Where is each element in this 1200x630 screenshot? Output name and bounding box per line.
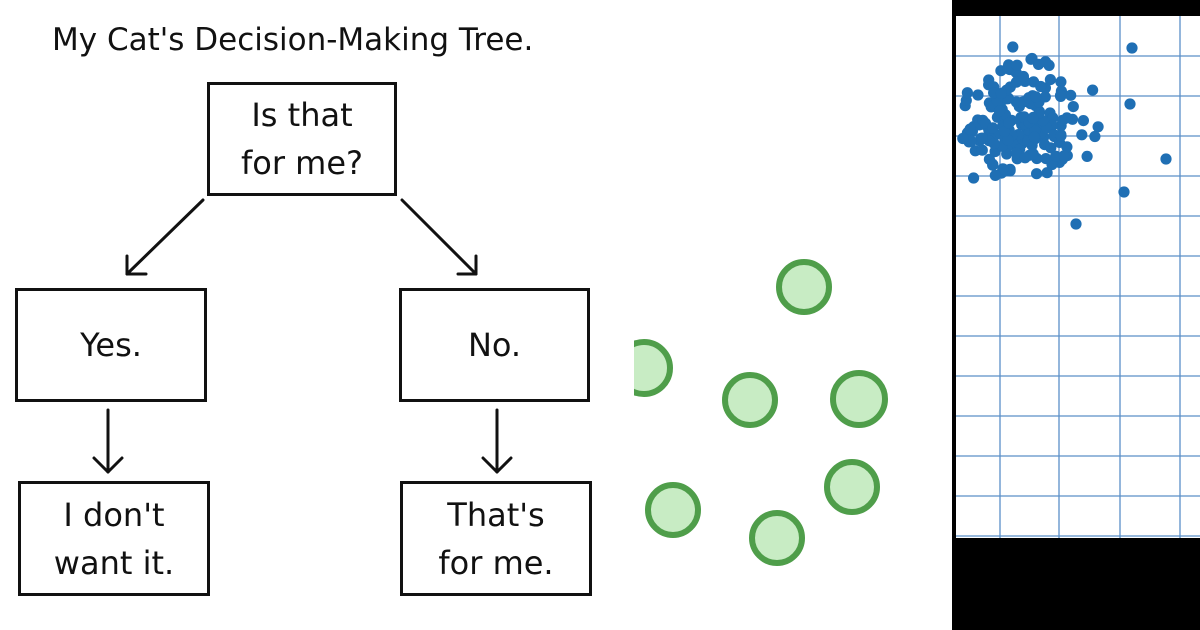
scatter-point	[1055, 76, 1067, 88]
scatter-point	[968, 172, 980, 184]
scatter-point	[1007, 41, 1019, 53]
scatter-point	[1041, 167, 1053, 179]
scatter-point	[1081, 150, 1093, 162]
arrow-root-to-no-head	[456, 254, 478, 276]
scatter-point	[965, 135, 977, 147]
scatter-point	[989, 169, 1001, 181]
scatter-point	[1035, 80, 1047, 93]
node-no-label: No.	[467, 326, 522, 364]
node-no-outcome-label: That's for me.	[438, 495, 554, 582]
scatter-point	[1089, 130, 1101, 143]
scatter-plot-panel	[952, 0, 1200, 630]
scatter-point	[1017, 70, 1029, 83]
scatter-point	[964, 123, 976, 135]
scatter-point	[1067, 101, 1079, 113]
arrow-no-to-outcome-head	[481, 456, 513, 474]
scatter-point	[1077, 115, 1089, 127]
scatter-point	[1002, 62, 1014, 75]
scatter-point	[1057, 114, 1069, 126]
scatter-point	[1065, 89, 1077, 101]
arrow-root-to-yes-head	[125, 254, 148, 276]
node-no-outcome: That's for me.	[400, 481, 592, 596]
scatter-point	[1160, 153, 1172, 165]
scatter-point	[995, 87, 1007, 99]
node-yes: Yes.	[15, 288, 207, 402]
scatter-point	[997, 163, 1009, 175]
scatter-point	[1032, 58, 1045, 70]
scatter-point	[972, 89, 984, 101]
scatter-point	[961, 87, 973, 99]
green-circle	[830, 370, 888, 428]
scatter-point	[1092, 121, 1104, 133]
scatter-point	[1076, 129, 1088, 141]
scatter-point	[1044, 74, 1056, 86]
scatter-points	[957, 41, 1172, 230]
scatter-point	[1050, 150, 1062, 162]
scatter-point	[988, 138, 1000, 150]
scatter-point	[1002, 134, 1014, 146]
green-circle	[634, 339, 673, 397]
green-circle	[645, 482, 701, 538]
scatter-point	[1039, 91, 1051, 103]
scatter-point	[1118, 186, 1130, 198]
arrow-root-to-yes	[125, 198, 205, 276]
scatter-point	[1030, 91, 1042, 103]
node-root-question: Is that for me?	[207, 82, 397, 196]
scatter-point	[1003, 117, 1015, 129]
node-no: No.	[399, 288, 590, 402]
node-root-label: Is that for me?	[240, 96, 363, 182]
green-circle	[776, 259, 832, 315]
scatter-point	[987, 122, 999, 134]
scatter-point	[1019, 152, 1031, 164]
plot-grid	[956, 16, 1200, 538]
green-circle	[824, 459, 880, 515]
scatter-point	[1031, 168, 1043, 180]
scatter-point	[1045, 142, 1057, 154]
scatter-point	[993, 105, 1006, 117]
scatter-point	[1040, 153, 1052, 165]
scatter-point	[1126, 42, 1138, 54]
scatter-point	[1058, 150, 1070, 162]
scatter-point	[998, 125, 1011, 137]
scatter-point	[983, 153, 995, 165]
scatter-point	[1124, 98, 1136, 110]
scatter-point	[1054, 89, 1067, 102]
scatter-point	[1087, 84, 1099, 96]
node-yes-label: Yes.	[80, 326, 142, 364]
green-circle	[722, 372, 778, 428]
scatter-point	[976, 144, 988, 156]
arrow-yes-to-outcome-head	[92, 456, 124, 474]
green-circle	[749, 510, 805, 566]
scatter-point	[1010, 147, 1022, 159]
scatter-point	[1055, 130, 1067, 142]
node-yes-outcome: I don't want it.	[18, 481, 210, 596]
scatter-point	[976, 132, 988, 144]
scatter-point	[1061, 141, 1073, 153]
scatter-point	[1070, 218, 1082, 230]
scatter-point	[1027, 112, 1039, 124]
diagram-title: My Cat's Decision-Making Tree.	[52, 22, 534, 58]
node-yes-outcome-label: I don't want it.	[53, 495, 175, 582]
scatter-point	[1028, 131, 1040, 143]
arrow-root-to-no	[400, 198, 478, 276]
scatter-point	[1011, 59, 1023, 71]
scatter-point	[957, 132, 969, 145]
green-circles-panel	[634, 250, 934, 580]
tree-arrows	[92, 198, 513, 474]
